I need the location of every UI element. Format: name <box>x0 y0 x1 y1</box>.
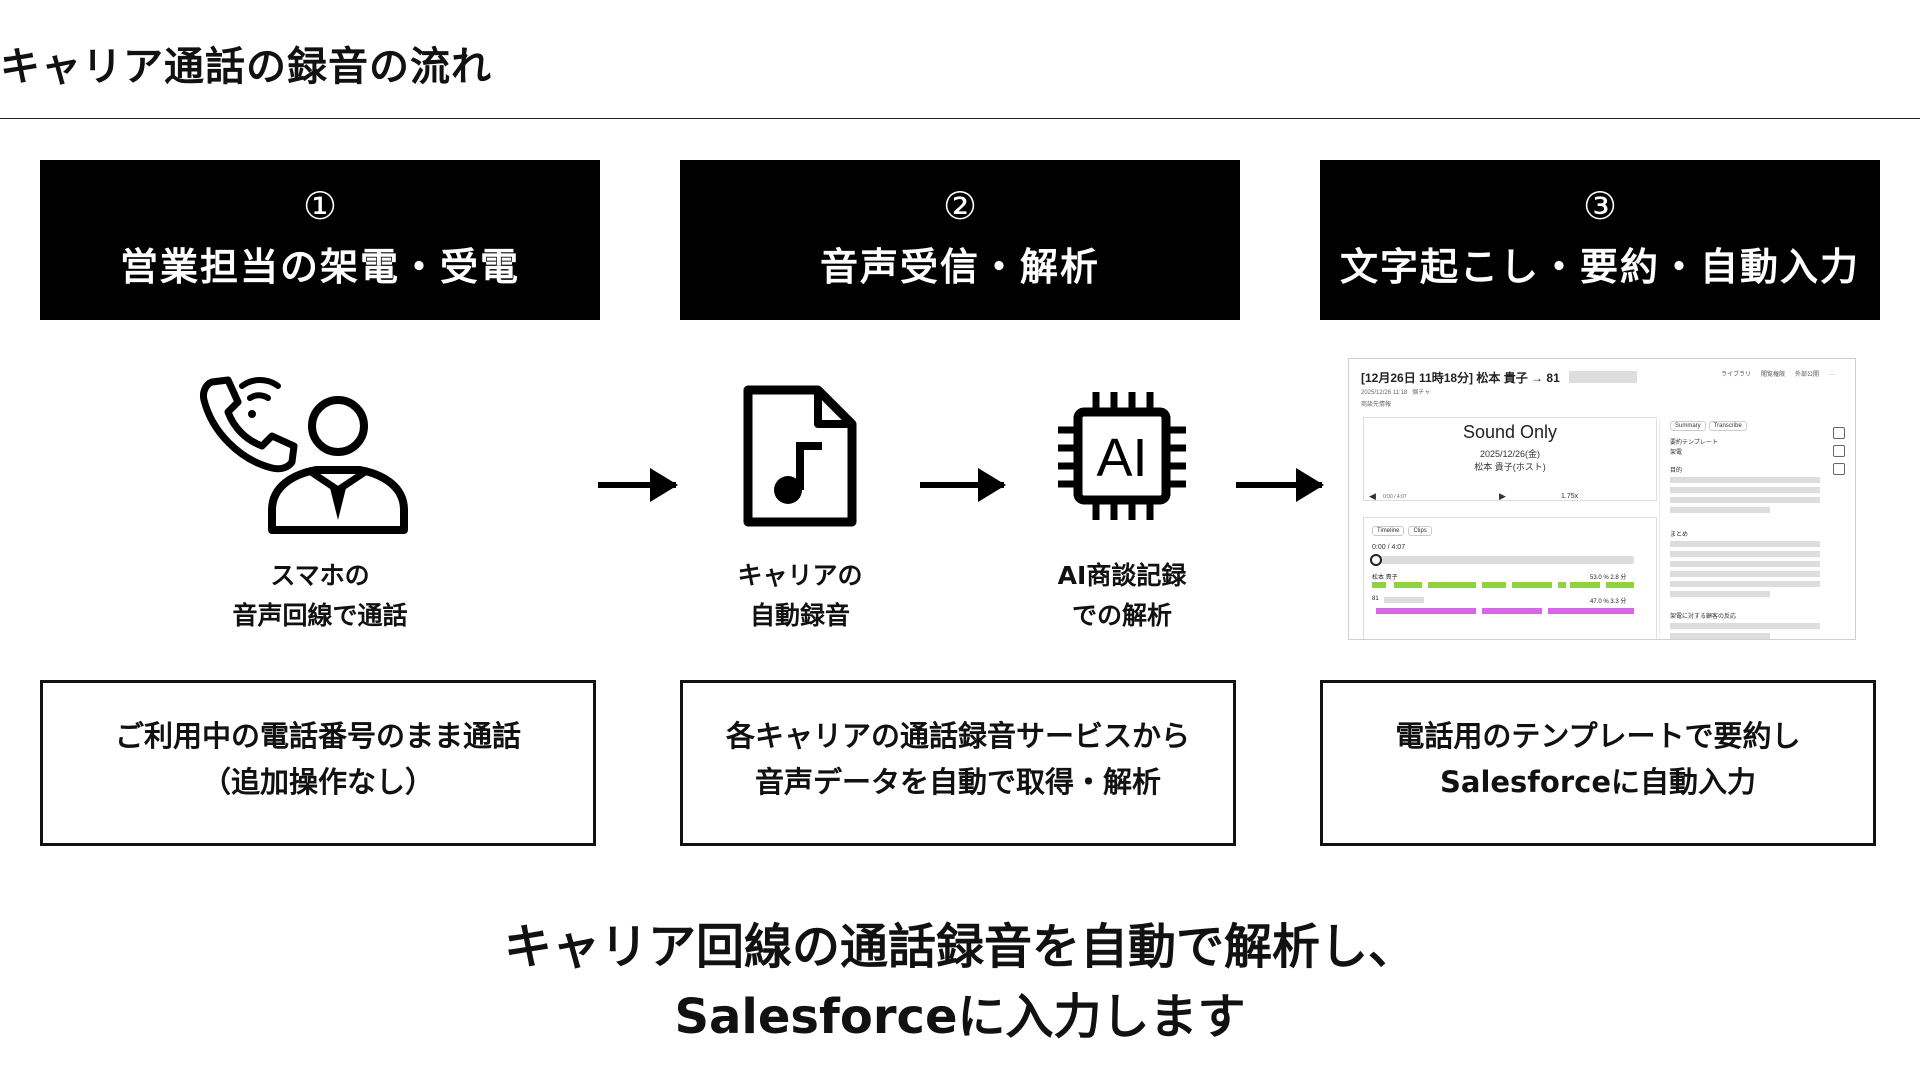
ai-chip-icon: AI <box>1056 390 1188 526</box>
step-header-1: ① 営業担当の架電・受電 <box>40 160 600 320</box>
play-icon: ▶ <box>1499 491 1506 501</box>
icon-label-recording: キャリアの 自動録音 <box>737 561 863 630</box>
phone-user-icon <box>190 370 430 544</box>
conclusion-line-2: Salesforceに入力します <box>674 989 1246 1045</box>
icon-label-phone: スマホの 音声回線で通話 <box>232 561 408 630</box>
step-number: ① <box>302 184 338 228</box>
desc-box-2: 各キャリアの通話録音サービスから 音声データを自動で取得・解析 <box>680 680 1236 846</box>
step-header-3: ③ 文字起こし・要約・自動入力 <box>1320 160 1880 320</box>
conclusion-line-1: キャリア回線の通話録音を自動で解析し、 <box>503 919 1416 975</box>
arrow-right <box>598 468 678 502</box>
meeting-title: [12月26日 11時18分] 松本 貴子 → 81 <box>1361 371 1560 385</box>
shot-actions: ライブラリ閲覧権限外部公開··· <box>1720 372 1835 378</box>
step-title: 営業担当の架電・受電 <box>119 245 520 289</box>
step-number: ② <box>942 184 978 228</box>
timeline-knob[interactable] <box>1370 554 1382 566</box>
player-title: Sound Only <box>1462 422 1558 442</box>
music-file-icon <box>742 384 858 532</box>
svg-text:AI: AI <box>1096 428 1147 488</box>
contact-info: 商談先情報 <box>1361 402 1392 408</box>
step-title: 音声受信・解析 <box>819 245 1100 289</box>
player-controls: ◀ 0:00 / 4:07 ▶ 1.75x <box>1369 491 1579 501</box>
icon-label-ai: AI商談記録 での解析 <box>1057 561 1187 630</box>
player-host: 松本 貴子(ホスト) <box>1474 462 1546 472</box>
side-toolbar <box>1833 427 1847 481</box>
speaker1-track <box>1372 582 1634 588</box>
step-title: 文字起こし・要約・自動入力 <box>1339 245 1860 289</box>
arrow-right <box>1236 468 1324 502</box>
redacted-number <box>1569 371 1637 383</box>
app-screenshot: [12月26日 11時18分] 松本 貴子 → 81 ライブラリ閲覧権限外部公開… <box>1348 358 1856 640</box>
page-title: キャリア通話の録音の流れ <box>0 44 492 90</box>
meeting-datetime: 2025/12/26 11:18 個チャ <box>1361 390 1431 396</box>
desc-box-3: 電話用のテンプレートで要約し Salesforceに自動入力 <box>1320 680 1876 846</box>
step-header-2: ② 音声受信・解析 <box>680 160 1240 320</box>
title-divider <box>0 118 1920 119</box>
arrow-right <box>920 468 1006 502</box>
speaker2-track <box>1372 608 1634 614</box>
desc-box-1: ご利用中の電話番号のまま通話 （追加操作なし） <box>40 680 596 846</box>
step-number: ③ <box>1582 184 1618 228</box>
player-date: 2025/12/26(金) <box>1479 449 1541 459</box>
volume-icon: ◀ <box>1369 491 1376 501</box>
player: Sound Only 2025/12/26(金) 松本 貴子(ホスト) <box>1363 417 1657 501</box>
